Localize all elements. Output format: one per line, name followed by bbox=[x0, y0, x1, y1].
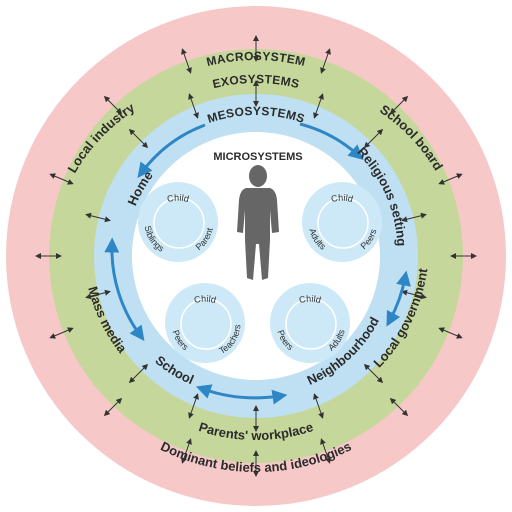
macrosystem-title: MACROSYSTEM bbox=[205, 49, 307, 69]
micro-bubble-neighbourhood: Child Peers Adults bbox=[270, 283, 350, 363]
micro-neighbourhood-child: Child bbox=[298, 294, 322, 306]
micro-bubble-religious: Child Adults Peers bbox=[302, 182, 382, 262]
micro-bubble-home: Child Siblings Parent bbox=[138, 182, 218, 262]
child-figure-icon bbox=[237, 165, 279, 280]
micro-bubble-school: Child Peers Teachers bbox=[165, 283, 245, 363]
microsystems-title: MICROSYSTEMS bbox=[213, 151, 302, 163]
mesosystem-arrows bbox=[104, 122, 411, 405]
micro-school-child: Child bbox=[193, 294, 217, 306]
macro-exo-arrows bbox=[35, 35, 477, 477]
micro-religious-child: Child bbox=[330, 193, 354, 205]
exosystems-title: EXOSYSTEMS bbox=[211, 72, 301, 91]
micro-home-child: Child bbox=[166, 193, 190, 205]
